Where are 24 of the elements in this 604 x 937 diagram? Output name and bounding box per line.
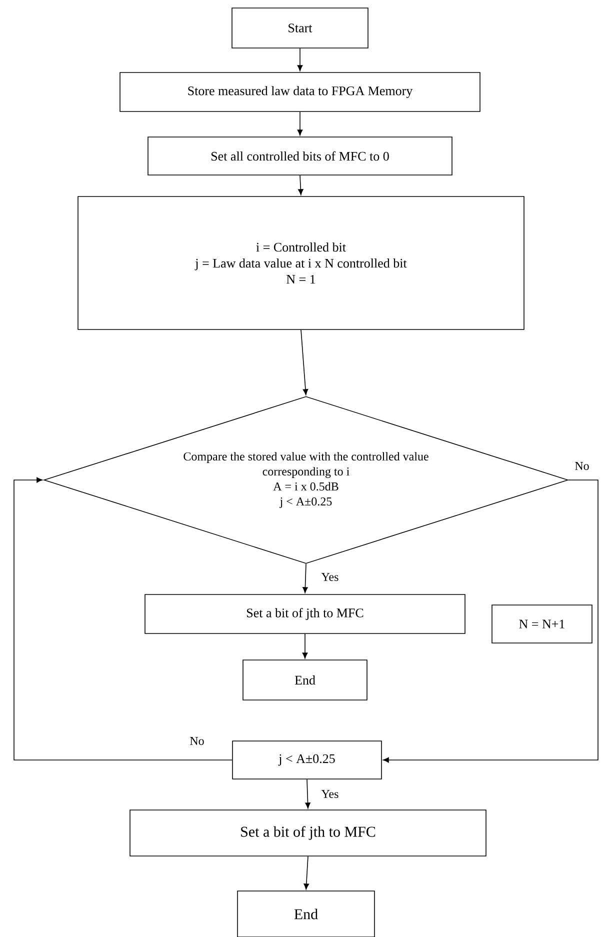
arrow [382,480,598,763]
end-box: End [237,890,375,937]
process-box: Set a bit of jth to MFC [144,594,466,634]
edge-label: No [188,736,206,746]
start-box: Start [232,8,368,48]
arrow [298,175,304,196]
arrow [302,634,308,659]
process-box: i = Controlled bit j = Law data value at i x N controlled bit N = 1 [78,196,524,330]
decision-box: j < A±0.25 [232,740,382,780]
arrow [297,112,303,136]
arrow [14,477,232,760]
edge-label: Yes [320,572,340,582]
arrow [305,779,310,809]
arrow [304,856,310,890]
end-box: End [242,660,368,700]
arrow [297,48,303,72]
edge-label: No [574,461,590,471]
process-box: Store measured law data to FPGA Memory [120,72,480,112]
arrow [300,330,308,396]
process-box: Set all controlled bits of MFC to 0 [148,136,452,176]
process-box: Set a bit of jth to MFC [130,810,486,856]
edge-label: Yes [320,789,340,799]
process-box: N = N+1 [492,604,592,644]
arrow [302,564,308,594]
